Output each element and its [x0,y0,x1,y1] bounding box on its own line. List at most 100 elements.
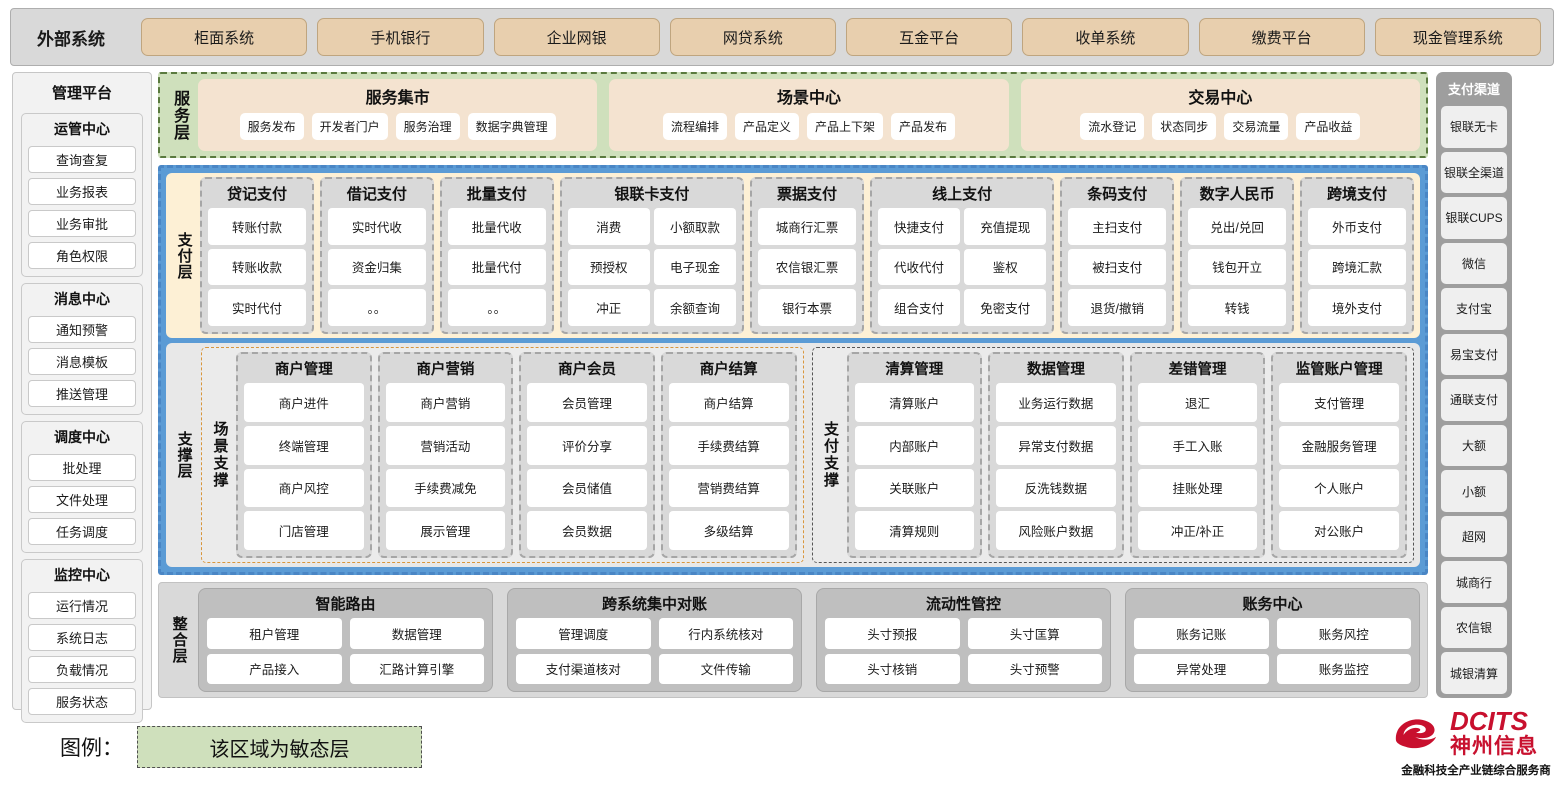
service-chip[interactable]: 数据字典管理 [467,113,556,140]
support-item[interactable]: 金融服务管理 [1279,425,1399,465]
support-item[interactable]: 商户结算 [668,383,789,422]
support-item[interactable]: 关联账户 [854,468,975,508]
payment-item[interactable]: 。。 [447,289,546,326]
payment-item[interactable]: 钱包开立 [1188,248,1287,286]
payment-item[interactable]: 境外支付 [1308,289,1406,326]
integration-item[interactable]: 管理调度 [516,618,651,649]
integration-item[interactable]: 头寸核销 [825,653,960,684]
payment-channel-item[interactable]: 银联无卡 [1441,106,1507,148]
management-item[interactable]: 角色权限 [28,242,136,269]
service-chip[interactable]: 流程编排 [662,113,727,140]
payment-item[interactable]: 余额查询 [653,289,737,326]
support-item[interactable]: 业务运行数据 [996,383,1116,422]
external-system-chip[interactable]: 手机银行 [317,18,484,56]
payment-item[interactable]: 预授权 [567,248,650,286]
support-item[interactable]: 多级结算 [668,511,789,550]
support-item[interactable]: 会员数据 [527,511,647,550]
payment-item[interactable]: 代收代付 [877,248,961,286]
payment-item[interactable]: 转账收款 [208,248,306,286]
support-item[interactable]: 退汇 [1137,383,1258,422]
payment-channel-item[interactable]: 易宝支付 [1441,333,1507,376]
support-item[interactable]: 挂账处理 [1137,468,1258,508]
payment-item[interactable]: 冲正 [567,289,650,326]
support-item[interactable]: 冲正/补正 [1137,511,1258,550]
payment-channel-item[interactable]: 银联CUPS [1441,197,1507,239]
payment-channel-item[interactable]: 银联全渠道 [1441,151,1507,194]
external-system-chip[interactable]: 收单系统 [1022,18,1189,56]
payment-channel-item[interactable]: 小额 [1441,470,1507,512]
payment-item[interactable]: 退货/撤销 [1068,289,1167,326]
service-chip[interactable]: 流水登记 [1080,113,1145,140]
management-item[interactable]: 业务报表 [28,178,136,205]
external-system-chip[interactable]: 网贷系统 [669,18,836,56]
support-item[interactable]: 手续费减免 [385,468,506,508]
external-system-chip[interactable]: 现金管理系统 [1374,18,1541,56]
payment-channel-item[interactable]: 城银清算 [1441,652,1507,694]
support-item[interactable]: 营销费结算 [668,468,789,508]
payment-channel-item[interactable]: 农信银 [1441,606,1507,649]
service-chip[interactable]: 产品发布 [891,113,956,140]
integration-item[interactable]: 支付渠道核对 [516,653,651,684]
payment-item[interactable]: 电子现金 [653,248,737,286]
integration-item[interactable]: 租户管理 [207,618,342,649]
support-item[interactable]: 反洗钱数据 [996,468,1116,508]
management-item[interactable]: 通知预警 [28,316,136,343]
support-item[interactable]: 门店管理 [244,511,364,550]
payment-channel-item[interactable]: 大额 [1441,424,1507,467]
service-chip[interactable]: 开发者门户 [311,113,388,140]
service-chip[interactable]: 产品上下架 [806,113,883,140]
integration-item[interactable]: 产品接入 [207,653,342,684]
integration-item[interactable]: 账务风控 [1276,618,1411,649]
service-chip[interactable]: 产品定义 [734,113,799,140]
management-item[interactable]: 消息模板 [28,348,136,375]
service-chip[interactable]: 服务发布 [239,113,304,140]
support-item[interactable]: 手续费结算 [668,425,789,465]
payment-item[interactable]: 主扫支付 [1068,208,1167,245]
payment-item[interactable]: 兑出/兑回 [1188,208,1287,245]
support-item[interactable]: 异常支付数据 [996,425,1116,465]
payment-item[interactable]: 银行本票 [758,289,856,326]
support-item[interactable]: 风险账户数据 [996,511,1116,550]
support-item[interactable]: 商户风控 [244,468,364,508]
payment-channel-item[interactable]: 支付宝 [1441,288,1507,330]
support-item[interactable]: 手工入账 [1137,425,1258,465]
payment-item[interactable]: 农信银汇票 [758,248,856,286]
support-item[interactable]: 清算规则 [854,511,975,550]
integration-item[interactable]: 异常处理 [1134,653,1269,684]
payment-item[interactable]: 跨境汇款 [1308,248,1406,286]
management-item[interactable]: 系统日志 [28,624,136,651]
payment-item[interactable]: 充值提现 [964,208,1047,245]
support-item[interactable]: 对公账户 [1279,511,1399,550]
support-item[interactable]: 终端管理 [244,425,364,465]
support-item[interactable]: 评价分享 [527,425,647,465]
management-item[interactable]: 文件处理 [28,486,136,513]
integration-item[interactable]: 文件传输 [658,653,793,684]
payment-item[interactable]: 实时代收 [327,208,426,245]
service-chip[interactable]: 状态同步 [1152,113,1217,140]
payment-item[interactable]: 城商行汇票 [758,208,856,245]
payment-item[interactable]: 转钱 [1188,289,1287,326]
external-system-chip[interactable]: 企业网银 [493,18,660,56]
management-item[interactable]: 查询查复 [28,146,136,173]
integration-item[interactable]: 头寸预警 [967,653,1102,684]
integration-item[interactable]: 行内系统核对 [658,618,793,649]
support-item[interactable]: 支付管理 [1279,383,1399,422]
payment-item[interactable]: 鉴权 [964,248,1047,286]
payment-channel-item[interactable]: 通联支付 [1441,379,1507,421]
management-item[interactable]: 运行情况 [28,592,136,619]
payment-item[interactable]: 消费 [567,208,650,245]
payment-item[interactable]: 批量代付 [447,248,546,286]
service-chip[interactable]: 服务治理 [395,113,460,140]
payment-item[interactable]: 实时代付 [208,289,306,326]
payment-channel-item[interactable]: 城商行 [1441,561,1507,603]
management-item[interactable]: 负载情况 [28,656,136,683]
management-item[interactable]: 推送管理 [28,380,136,407]
payment-item[interactable]: 批量代收 [447,208,546,245]
service-chip[interactable]: 产品收益 [1296,113,1361,140]
integration-item[interactable]: 账务监控 [1276,653,1411,684]
support-item[interactable]: 商户营销 [385,383,506,422]
payment-item[interactable]: 外币支付 [1308,208,1406,245]
payment-item[interactable]: 资金归集 [327,248,426,286]
support-item[interactable]: 会员管理 [527,383,647,422]
payment-channel-item[interactable]: 微信 [1441,242,1507,285]
